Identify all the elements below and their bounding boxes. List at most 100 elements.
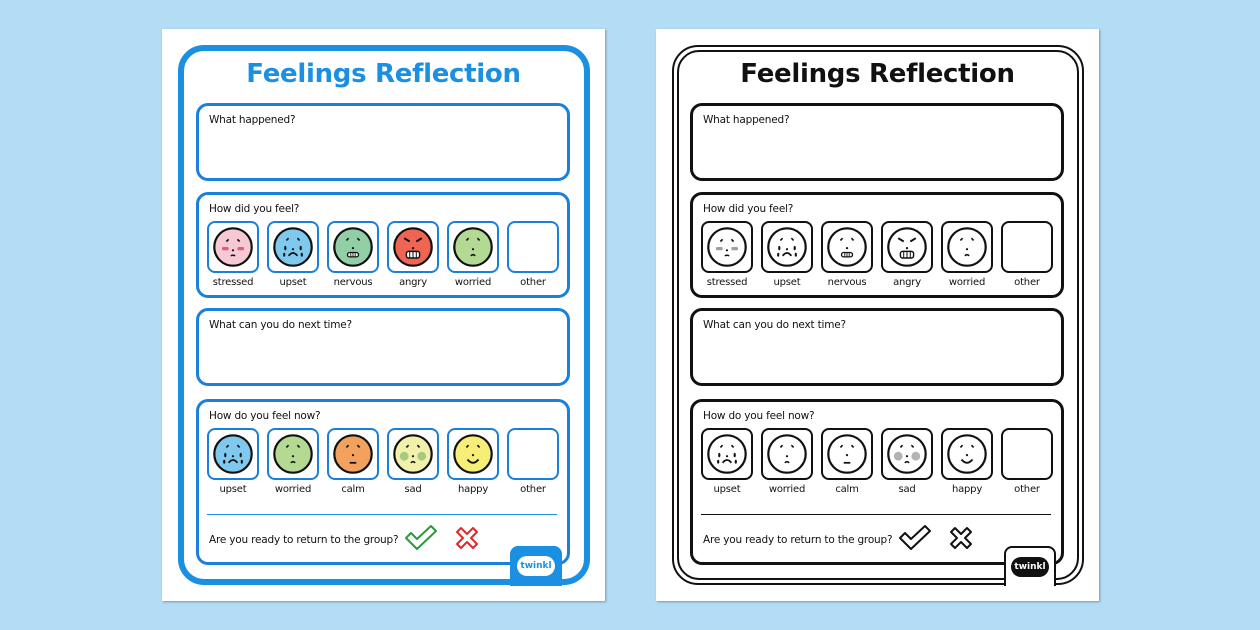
face-option-other[interactable]: other: [507, 428, 559, 495]
upset-face-icon: [707, 434, 747, 474]
face-label: nervous: [333, 277, 373, 288]
worksheet-black-and-white: Feelings Reflection What happened? How d…: [656, 29, 1099, 601]
face-option-worried[interactable]: worried: [447, 221, 499, 288]
face-tile[interactable]: [507, 221, 559, 273]
face-tile[interactable]: [267, 221, 319, 273]
face-tile[interactable]: [821, 221, 873, 273]
nervous-face-icon: [333, 227, 373, 267]
face-tile[interactable]: [761, 221, 813, 273]
face-label: other: [1014, 277, 1040, 288]
divider: [207, 514, 557, 515]
face-option-other[interactable]: other: [1001, 221, 1053, 288]
face-tile[interactable]: [327, 221, 379, 273]
face-option-stressed[interactable]: stressed: [701, 221, 753, 288]
face-option-angry[interactable]: angry: [387, 221, 439, 288]
how-did-you-feel-label: How did you feel?: [209, 203, 300, 215]
face-label: angry: [893, 277, 921, 288]
upset-face-icon: [273, 227, 313, 267]
happy-face-icon: [453, 434, 493, 474]
face-option-upset[interactable]: upset: [701, 428, 753, 495]
face-tile[interactable]: [761, 428, 813, 480]
worksheet-border-inner: [677, 50, 1079, 580]
stressed-face-icon: [213, 227, 253, 267]
sad-face-icon: [393, 434, 433, 474]
face-option-happy[interactable]: happy: [941, 428, 993, 495]
next-time-box[interactable]: What can you do next time?: [196, 308, 570, 386]
worried-face-icon: [767, 434, 807, 474]
face-tile[interactable]: [1001, 428, 1053, 480]
face-tile[interactable]: [941, 428, 993, 480]
face-option-nervous[interactable]: nervous: [327, 221, 379, 288]
face-tile[interactable]: [207, 221, 259, 273]
feel-now-label: How do you feel now?: [703, 410, 815, 422]
face-tile[interactable]: [881, 428, 933, 480]
face-label: calm: [341, 484, 365, 495]
ready-question: Are you ready to return to the group?: [703, 534, 893, 546]
face-tile[interactable]: [507, 428, 559, 480]
face-tile[interactable]: [701, 221, 753, 273]
what-happened-label: What happened?: [703, 114, 790, 126]
face-label: nervous: [827, 277, 867, 288]
face-tile[interactable]: [207, 428, 259, 480]
face-tile[interactable]: [447, 428, 499, 480]
worried-face-icon: [273, 434, 313, 474]
face-tile[interactable]: [327, 428, 379, 480]
check-icon[interactable]: [897, 524, 933, 552]
face-option-upset[interactable]: upset: [207, 428, 259, 495]
face-option-worried[interactable]: worried: [761, 428, 813, 495]
face-tile[interactable]: [1001, 221, 1053, 273]
face-label: upset: [773, 277, 801, 288]
face-option-stressed[interactable]: stressed: [207, 221, 259, 288]
face-label: happy: [457, 484, 489, 495]
face-option-upset[interactable]: upset: [267, 221, 319, 288]
face-option-worried[interactable]: worried: [267, 428, 319, 495]
cross-icon[interactable]: [453, 524, 481, 552]
what-happened-box[interactable]: What happened?: [196, 103, 570, 181]
twinkl-logo: twinkl: [517, 556, 555, 576]
feelings-before-list: stressed upset nervous angry worried other: [207, 221, 559, 288]
next-time-box[interactable]: What can you do next time?: [690, 308, 1064, 386]
face-option-calm[interactable]: calm: [821, 428, 873, 495]
happy-face-icon: [947, 434, 987, 474]
face-option-other[interactable]: other: [507, 221, 559, 288]
face-tile[interactable]: [267, 428, 319, 480]
what-happened-box[interactable]: What happened?: [690, 103, 1064, 181]
face-option-other[interactable]: other: [1001, 428, 1053, 495]
upset-face-icon: [767, 227, 807, 267]
sad-face-icon: [887, 434, 927, 474]
face-label: stressed: [212, 277, 254, 288]
face-tile[interactable]: [447, 221, 499, 273]
face-label: worried: [454, 277, 492, 288]
face-option-sad[interactable]: sad: [387, 428, 439, 495]
face-label: other: [520, 484, 546, 495]
worksheet-border: [178, 45, 590, 585]
cross-icon[interactable]: [947, 524, 975, 552]
face-tile[interactable]: [387, 221, 439, 273]
check-icon[interactable]: [403, 524, 439, 552]
face-tile[interactable]: [821, 428, 873, 480]
stressed-face-icon: [707, 227, 747, 267]
twinkl-logo: twinkl: [1011, 557, 1049, 577]
face-option-happy[interactable]: happy: [447, 428, 499, 495]
face-option-calm[interactable]: calm: [327, 428, 379, 495]
face-label: calm: [835, 484, 859, 495]
face-tile[interactable]: [387, 428, 439, 480]
face-option-angry[interactable]: angry: [881, 221, 933, 288]
twinkl-logo-tab: twinkl: [1004, 546, 1056, 586]
worksheet-color: Feelings Reflection What happened? How d…: [162, 29, 605, 601]
face-label: other: [1014, 484, 1040, 495]
face-label: worried: [274, 484, 312, 495]
worksheet-title: Feelings Reflection: [246, 59, 521, 89]
face-option-worried[interactable]: worried: [941, 221, 993, 288]
face-option-upset[interactable]: upset: [761, 221, 813, 288]
face-option-nervous[interactable]: nervous: [821, 221, 873, 288]
face-tile[interactable]: [881, 221, 933, 273]
calm-face-icon: [333, 434, 373, 474]
angry-face-icon: [887, 227, 927, 267]
face-option-sad[interactable]: sad: [881, 428, 933, 495]
upset-face-icon: [213, 434, 253, 474]
face-label: angry: [399, 277, 427, 288]
face-tile[interactable]: [701, 428, 753, 480]
face-tile[interactable]: [941, 221, 993, 273]
